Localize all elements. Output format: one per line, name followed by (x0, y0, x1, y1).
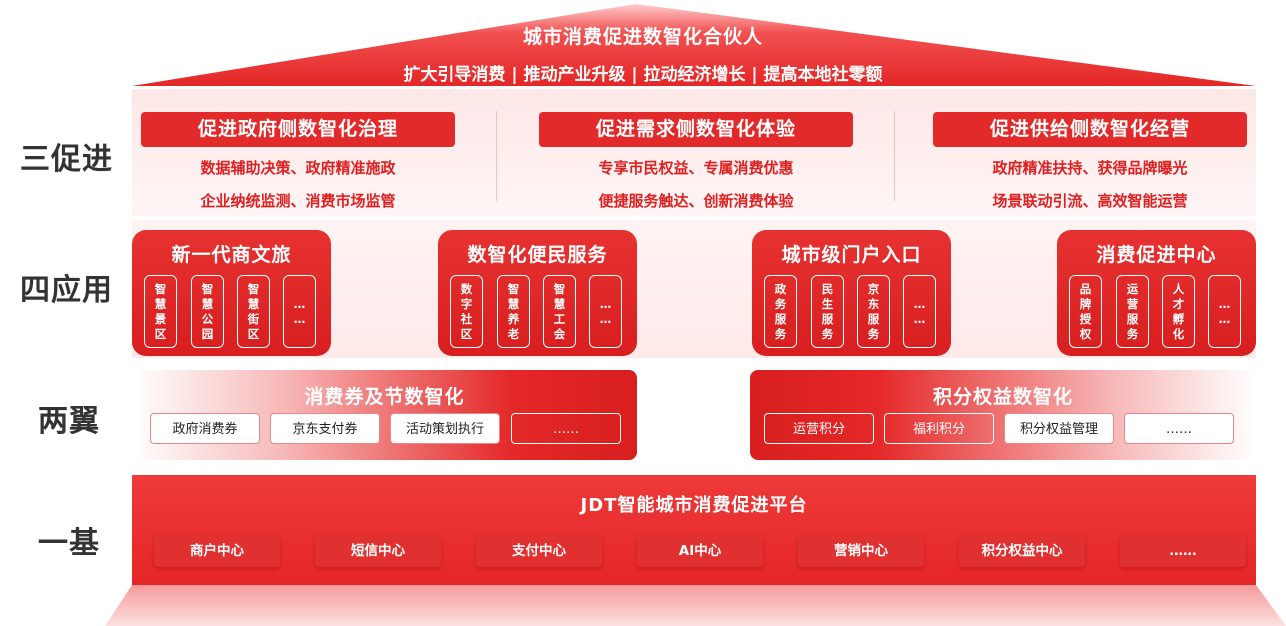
divider (894, 111, 895, 201)
wing-item: 京东支付券 (270, 413, 380, 444)
base-foundation (105, 585, 1286, 626)
wings-section: 消费券及节数智化 政府消费券 京东支付券 活动策划执行 …… 积分权益数智化 运… (132, 364, 1256, 468)
app-item: 智慧公园 (191, 275, 224, 348)
app-item: 智慧工会 (543, 275, 576, 348)
roof (132, 4, 1256, 86)
row-label-three-promote: 三促进 (20, 142, 113, 177)
promote-column-demand: 促进需求侧数智化体验 专享市民权益、专属消费优惠 便捷服务触达、创新消费体验 (530, 89, 904, 216)
promote-demand-line1: 专享市民权益、专属消费优惠 (598, 159, 794, 177)
promote-demand-line2: 便捷服务触达、创新消费体验 (598, 192, 794, 210)
promote-demand-title: 促进需求侧数智化体验 (539, 112, 853, 147)
app-item: 京东服务 (857, 275, 890, 348)
row-label-two-wings: 两翼 (38, 404, 100, 439)
base-section: JDT智能城市消费促进平台 商户中心 短信中心 支付中心 AI中心 营销中心 积… (132, 475, 1256, 585)
wing-item: 政府消费券 (150, 413, 260, 444)
app-card-convenience: 数智化便民服务 数字社区 智慧养老 智慧工会 …… (438, 230, 637, 356)
app-item: 数字社区 (450, 275, 483, 348)
app-title: 数智化便民服务 (467, 244, 608, 266)
app-item-more: …… (589, 275, 622, 348)
app-item-more: …… (283, 275, 316, 348)
wing-item: 福利积分 (884, 413, 994, 444)
app-title: 城市级门户入口 (781, 244, 922, 266)
wing-item: 运营积分 (764, 413, 874, 444)
app-title: 消费促进中心 (1096, 244, 1217, 266)
app-item: 智慧养老 (497, 275, 530, 348)
app-card-city-portal: 城市级门户入口 政务服务 民生服务 京东服务 …… (752, 230, 951, 356)
wing-item-more: …… (511, 413, 621, 444)
app-item: 政务服务 (764, 275, 797, 348)
promote-gov-line1: 数据辅助决策、政府精准施政 (200, 159, 396, 177)
wing-item: 活动策划执行 (390, 413, 500, 444)
app-item: 智慧街区 (237, 275, 270, 348)
base-item: 营销中心 (798, 535, 924, 567)
app-item-more: …… (903, 275, 936, 348)
app-item: 智慧景区 (144, 275, 177, 348)
app-item: 品牌授权 (1069, 275, 1102, 348)
app-item: 运营服务 (1116, 275, 1149, 348)
wing-item-more: …… (1124, 413, 1234, 444)
apps-section: 新一代商文旅 智慧景区 智慧公园 智慧街区 …… 数智化便民服务 数字社区 智慧… (132, 220, 1256, 358)
app-card-consumption-center: 消费促进中心 品牌授权 运营服务 人才孵化 …… (1057, 230, 1256, 356)
roof-subtitle: 扩大引导消费 | 推动产业升级 | 拉动经济增长 | 提高本地社零额 (403, 65, 883, 85)
base-item: 商户中心 (154, 535, 280, 567)
promote-column-gov: 促进政府侧数智化治理 数据辅助决策、政府精准施政 企业纳统监测、消费市场监管 (132, 89, 506, 216)
roof-title: 城市消费促进数智化合伙人 (522, 26, 763, 48)
promote-supply-title: 促进供给侧数智化经营 (933, 112, 1247, 147)
promote-supply-line2: 场景联动引流、高效智能运营 (992, 192, 1188, 210)
base-item: 积分权益中心 (959, 535, 1085, 567)
promote-supply-line1: 政府精准扶持、获得品牌曝光 (992, 159, 1188, 177)
promote-gov-line2: 企业纳统监测、消费市场监管 (200, 192, 396, 210)
app-title: 新一代商文旅 (171, 244, 292, 266)
base-item: 短信中心 (315, 535, 441, 567)
wing-coupon: 消费券及节数智化 政府消费券 京东支付券 活动策划执行 …… (132, 370, 637, 460)
promote-column-supply: 促进供给侧数智化经营 政府精准扶持、获得品牌曝光 场景联动引流、高效智能运营 (924, 89, 1286, 216)
wing-title: 积分权益数智化 (932, 386, 1073, 408)
app-item: 人才孵化 (1162, 275, 1195, 348)
row-label-one-base: 一基 (38, 526, 100, 561)
base-item: 支付中心 (476, 535, 602, 567)
divider (496, 111, 497, 201)
base-item-more: …… (1120, 535, 1246, 567)
row-label-four-apps: 四应用 (20, 273, 113, 308)
base-item: AI中心 (637, 535, 763, 567)
promote-section: 促进政府侧数智化治理 数据辅助决策、政府精准施政 企业纳统监测、消费市场监管 促… (132, 89, 1256, 216)
wing-title: 消费券及节数智化 (304, 386, 465, 408)
base-title: JDT智能城市消费促进平台 (580, 495, 808, 516)
wing-points: 积分权益数智化 运营积分 福利积分 积分权益管理 …… (750, 370, 1256, 460)
app-item: 民生服务 (811, 275, 844, 348)
promote-gov-title: 促进政府侧数智化治理 (141, 112, 455, 147)
wing-item: 积分权益管理 (1004, 413, 1114, 444)
app-card-commerce-tourism: 新一代商文旅 智慧景区 智慧公园 智慧街区 …… (132, 230, 331, 356)
app-item-more: …… (1208, 275, 1241, 348)
